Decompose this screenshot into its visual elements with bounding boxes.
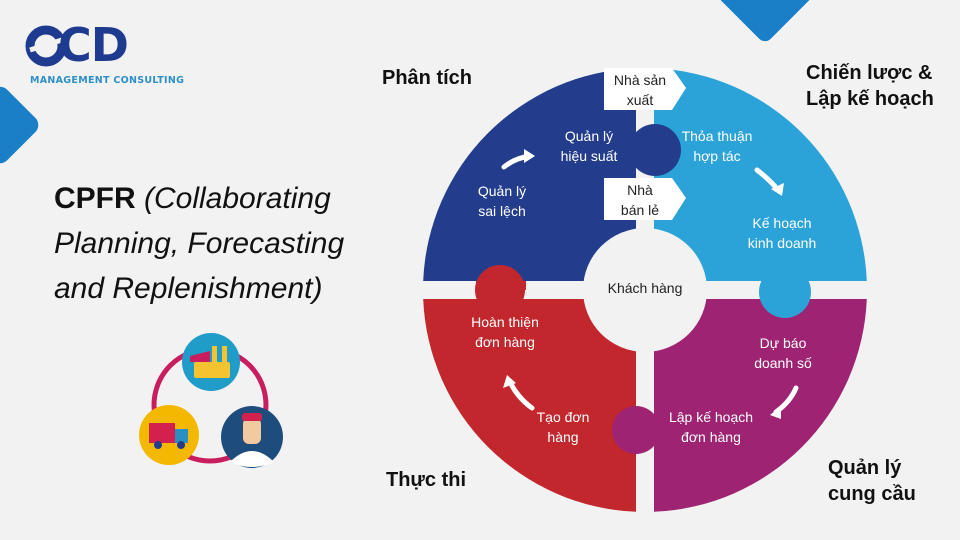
knob bbox=[612, 406, 660, 454]
tag-retailer bbox=[604, 178, 686, 220]
step-text: doanh số bbox=[754, 355, 812, 371]
stage-demand-1: Quản lý bbox=[828, 457, 902, 479]
step-business-plan: Kế hoạch kinh doanh bbox=[727, 213, 837, 253]
knob bbox=[759, 266, 811, 318]
step-agreement: Thỏa thuận hợp tác bbox=[662, 126, 772, 166]
page-title: CPFR (Collaborating Planning, Forecastin… bbox=[54, 176, 414, 311]
step-text: kinh doanh bbox=[747, 235, 817, 251]
logo-text: CD bbox=[58, 18, 129, 72]
step-text: đơn hàng bbox=[681, 429, 741, 445]
title-italic-3: and Replenishment) bbox=[54, 272, 323, 305]
step-text: sai lệch bbox=[478, 203, 526, 219]
step-create-order: Tạo đơn hàng bbox=[508, 407, 618, 447]
title-bold: CPFR bbox=[54, 182, 136, 215]
deco-diamond-top bbox=[718, 0, 812, 42]
tag-text: bán lẻ bbox=[620, 202, 660, 218]
stage-strategy-1: Chiến lược & bbox=[806, 62, 933, 84]
tag-manufacturer-label: Nhà sản xuất bbox=[604, 70, 676, 110]
tag-text: Nhà sản bbox=[613, 72, 667, 88]
customer-icon bbox=[221, 406, 283, 468]
knob bbox=[629, 124, 681, 176]
step-text: Quản lý bbox=[477, 183, 527, 199]
step-forecast: Dự báo doanh số bbox=[728, 333, 838, 373]
step-performance: Quản lý hiệu suất bbox=[534, 126, 644, 166]
step-text: Hoàn thiện bbox=[471, 314, 539, 330]
step-text: Quản lý bbox=[564, 128, 614, 144]
step-text: Thỏa thuận bbox=[681, 128, 753, 144]
center-label: Khách hàng bbox=[607, 280, 683, 296]
step-text: Lập kế hoạch bbox=[668, 409, 754, 425]
step-text: hiệu suất bbox=[560, 148, 618, 164]
stage-demand-2: cung cầu bbox=[828, 483, 916, 505]
step-text: hợp tác bbox=[693, 148, 741, 164]
truck-icon bbox=[139, 405, 199, 465]
stage-strategy: Chiến lược & Lập kế hoạch bbox=[806, 60, 934, 112]
step-deviation: Quản lý sai lệch bbox=[447, 181, 557, 221]
step-text: Dự báo bbox=[759, 335, 807, 351]
logo-subtitle: MANAGEMENT CONSULTING bbox=[30, 75, 185, 86]
tag-retailer-label: Nhà bán lẻ bbox=[604, 180, 676, 220]
stage-execution: Thực thi bbox=[386, 469, 467, 491]
step-text: Tạo đơn bbox=[536, 409, 590, 425]
title-italic-2: Planning, Forecasting bbox=[54, 227, 345, 260]
step-text: đơn hàng bbox=[475, 334, 535, 350]
step-complete-order: Hoàn thiện đơn hàng bbox=[450, 312, 560, 352]
quadrant-analysis bbox=[423, 68, 636, 281]
step-text: hàng bbox=[547, 429, 579, 445]
deco-diamond-left bbox=[0, 86, 39, 164]
logo-mark bbox=[25, 25, 67, 67]
stage-demand: Quản lý cung cầu bbox=[828, 455, 916, 507]
title-italic-1: (Collaborating bbox=[144, 182, 331, 215]
tag-text: Nhà bbox=[627, 182, 653, 198]
step-order-plan: Lập kế hoạch đơn hàng bbox=[656, 407, 766, 447]
tag-text: xuất bbox=[626, 92, 654, 108]
center-circle bbox=[583, 228, 707, 352]
factory-icon bbox=[182, 333, 240, 391]
step-text: Kế hoạch bbox=[752, 215, 812, 231]
stage-strategy-2: Lập kế hoạch bbox=[806, 88, 934, 110]
tag-manufacturer bbox=[604, 68, 686, 110]
quadrant-demand bbox=[654, 299, 867, 512]
stage-analysis: Phân tích bbox=[382, 67, 473, 89]
